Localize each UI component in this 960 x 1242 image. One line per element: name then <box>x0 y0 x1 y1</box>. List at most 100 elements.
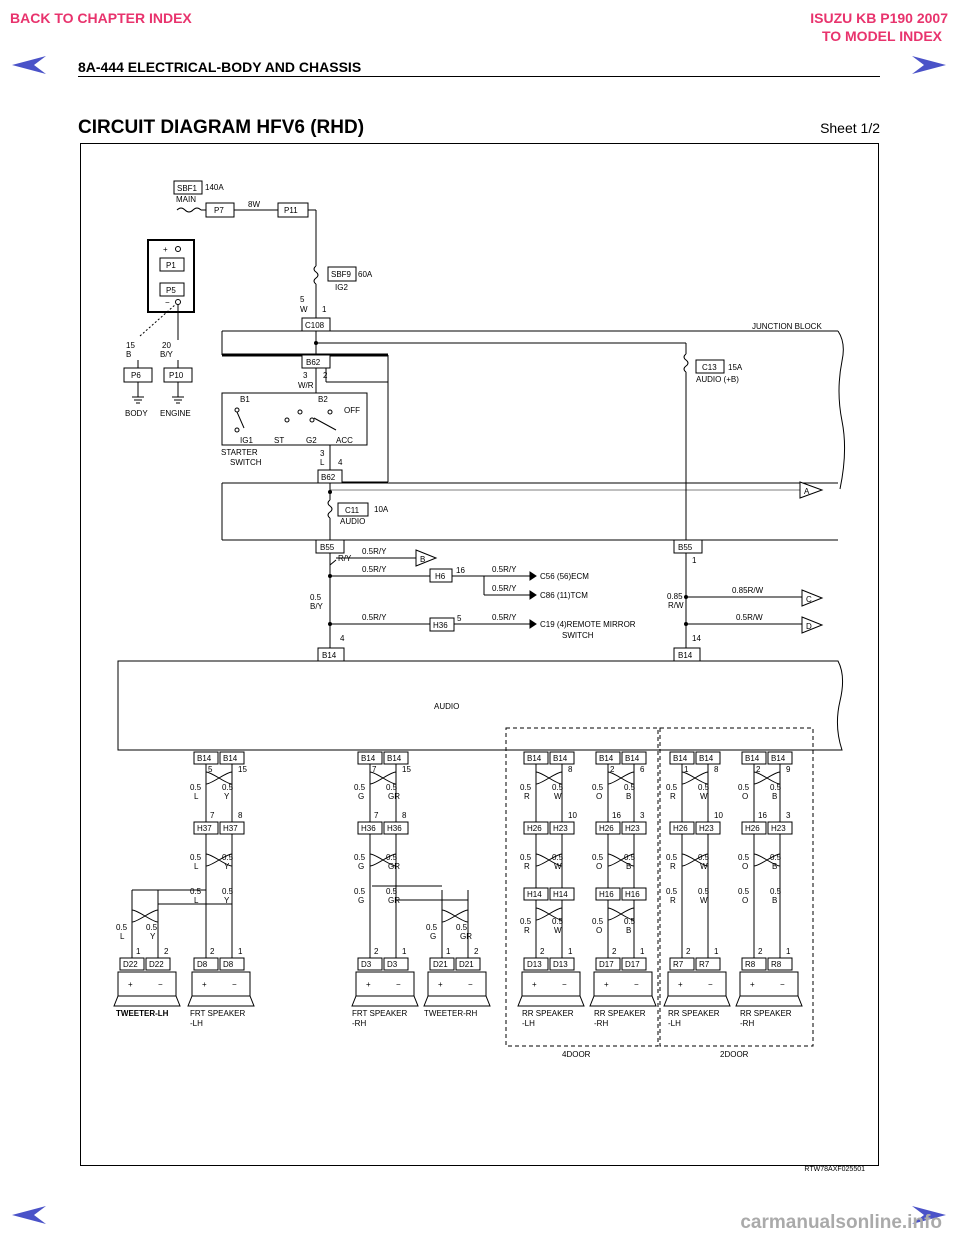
svg-text:AUDIO: AUDIO <box>340 517 365 526</box>
svg-text:TWEETER-LH: TWEETER-LH <box>116 1009 169 1018</box>
frt-lh-g5: 0.5 <box>190 887 202 896</box>
frt-rh-c3: G <box>358 862 364 871</box>
frt-rh-b14-b-label: B14 <box>387 754 402 763</box>
rr-lh-2d-spk-a <box>669 957 695 971</box>
rr-lh-4d-twist3-b <box>535 907 563 921</box>
rr-lh-4d-h-a <box>523 887 549 901</box>
next-page-arrow-bottom-icon[interactable] <box>912 1206 946 1224</box>
svg-text:R/W: R/W <box>668 601 684 610</box>
rr-rh-4d-twist2-b <box>607 853 635 867</box>
svg-text:0.85: 0.85 <box>667 592 683 601</box>
svg-text:SWITCH: SWITCH <box>230 458 262 467</box>
rr-rh-2d-c1: O <box>742 792 748 801</box>
svg-text:ENGINE: ENGINE <box>160 409 191 418</box>
svg-text:P7: P7 <box>214 206 224 215</box>
rr-rh-2d-g2: 0.5 <box>770 783 782 792</box>
rr-lh-4d-h-b <box>549 887 575 901</box>
svg-text:-RH: -RH <box>740 1019 754 1028</box>
rr-lh-4d-c4: W <box>554 862 562 871</box>
frt-rh-speaker-cone <box>351 995 419 1007</box>
svg-text:B/Y: B/Y <box>310 602 324 611</box>
rr-rh-2d-twist2-b <box>753 853 781 867</box>
svg-text:RR SPEAKER: RR SPEAKER <box>740 1009 792 1018</box>
frt-rh-c4: GR <box>388 862 400 871</box>
frt-rh-twist1-b <box>369 771 397 785</box>
svg-text:P11: P11 <box>284 206 298 215</box>
rr-lh-4d-b14-b-label: B14 <box>553 754 568 763</box>
next-page-arrow-icon[interactable] <box>912 56 946 74</box>
svg-text:140A: 140A <box>205 183 224 192</box>
back-to-chapter-index-link[interactable]: BACK TO CHAPTER INDEX <box>10 10 192 26</box>
rr-rh-4d-h-b <box>621 887 647 901</box>
tweeter-rh-g2: 0.5 <box>456 923 468 932</box>
junction-block-upper: JUNCTION BLOCK C13 15A AUDIO (+B) B62 3 … <box>221 322 846 540</box>
rr-rh-2d-c4: B <box>772 862 777 871</box>
frt-lh-g6: 0.5 <box>222 887 234 896</box>
rr-rh-4d-pin-a: 2 <box>610 765 615 774</box>
rr-lh-4d-b14-a-label: B14 <box>527 754 542 763</box>
frt-lh-pin-b: 15 <box>238 765 247 774</box>
rr-lh-4d-speaker <box>521 971 581 997</box>
svg-text:B14: B14 <box>322 651 337 660</box>
rr-rh-4d-speaker-cone <box>589 995 657 1007</box>
svg-text:SBF1: SBF1 <box>177 184 198 193</box>
frt-lh-c5: L <box>194 896 199 905</box>
rr-rh-4d-h-a-label: H16 <box>599 890 614 899</box>
tweeter-lh-p2: 2 <box>164 947 169 956</box>
starter-switch: B1 B2 OFF IG1 ST G2 ACC STARTER SWITCH 3… <box>221 392 388 484</box>
svg-text:C11: C11 <box>345 506 360 515</box>
prev-page-arrow-icon[interactable] <box>12 56 46 74</box>
svg-text:FRT SPEAKER: FRT SPEAKER <box>352 1009 408 1018</box>
svg-text:5: 5 <box>300 295 305 304</box>
svg-text:L: L <box>320 458 325 467</box>
frt-rh-m2: 8 <box>402 811 407 820</box>
rr-rh-4d-spk-b-label: D17 <box>625 960 640 969</box>
svg-text:SBF9: SBF9 <box>331 270 352 279</box>
frt-rh-b14-a-label: B14 <box>361 754 376 763</box>
rr-rh-2d-b14-b-label: B14 <box>771 754 786 763</box>
svg-text:B: B <box>126 350 131 359</box>
tweeter-lh-twist-b <box>131 909 159 923</box>
frt-lh-spk-a <box>193 957 219 971</box>
frt-lh-speaker <box>191 971 251 997</box>
frt-rh-spk-a-label: D3 <box>361 960 372 969</box>
frt-lh-mid-b-label: H37 <box>223 824 238 833</box>
rr-lh-2d-g1: 0.5 <box>666 783 678 792</box>
rr-lh-4d-g2: 0.5 <box>552 783 564 792</box>
frt-rh-mid-a-label: H36 <box>361 824 376 833</box>
frt-rh-speaker-minus: − <box>396 980 401 989</box>
frt-rh-g4: 0.5 <box>386 853 398 862</box>
frt-lh-c1: L <box>194 792 199 801</box>
rr-lh-2d-g2: 0.5 <box>698 783 710 792</box>
rr-lh-2d-c3: R <box>670 862 676 871</box>
frt-rh-g3: 0.5 <box>354 853 366 862</box>
frt-lh-c4: Y <box>224 862 230 871</box>
svg-text:4: 4 <box>340 634 345 643</box>
rr-lh-2d-b14-b-label: B14 <box>699 754 714 763</box>
svg-text:-RH: -RH <box>594 1019 608 1028</box>
svg-text:8W: 8W <box>248 200 260 209</box>
svg-text:H6: H6 <box>435 572 446 581</box>
to-model-index-link[interactable]: TO MODEL INDEX <box>821 28 942 44</box>
svg-text:-LH: -LH <box>190 1019 203 1028</box>
rr-lh-4d-g6: 0.5 <box>552 917 564 926</box>
svg-text:P1: P1 <box>166 261 176 270</box>
svg-text:SWITCH: SWITCH <box>562 631 594 640</box>
tweeter-rh-speaker <box>427 971 487 997</box>
rr-lh-4d-m2: 10 <box>568 811 577 820</box>
tweeter-rh-conn-b-label: D21 <box>459 960 474 969</box>
rr-rh-4d-g2: 0.5 <box>624 783 636 792</box>
speaker-labels: TWEETER-LH FRT SPEAKER -LH FRT SPEAKER -… <box>116 1009 792 1028</box>
svg-text:-LH: -LH <box>522 1019 535 1028</box>
rr-rh-4d-c3: O <box>596 862 602 871</box>
prev-page-arrow-bottom-icon[interactable] <box>12 1206 46 1224</box>
svg-text:15A: 15A <box>728 363 743 372</box>
frt-lh-m1: 7 <box>210 811 215 820</box>
svg-text:B14: B14 <box>678 651 693 660</box>
rr-rh-4d-speaker-minus: − <box>634 980 639 989</box>
svg-text:16: 16 <box>456 566 465 575</box>
svg-text:0.5: 0.5 <box>310 593 322 602</box>
svg-text:2DOOR: 2DOOR <box>720 1050 749 1059</box>
rr-lh-4d-g3: 0.5 <box>520 853 532 862</box>
tweeter-rh-c1: G <box>430 932 436 941</box>
